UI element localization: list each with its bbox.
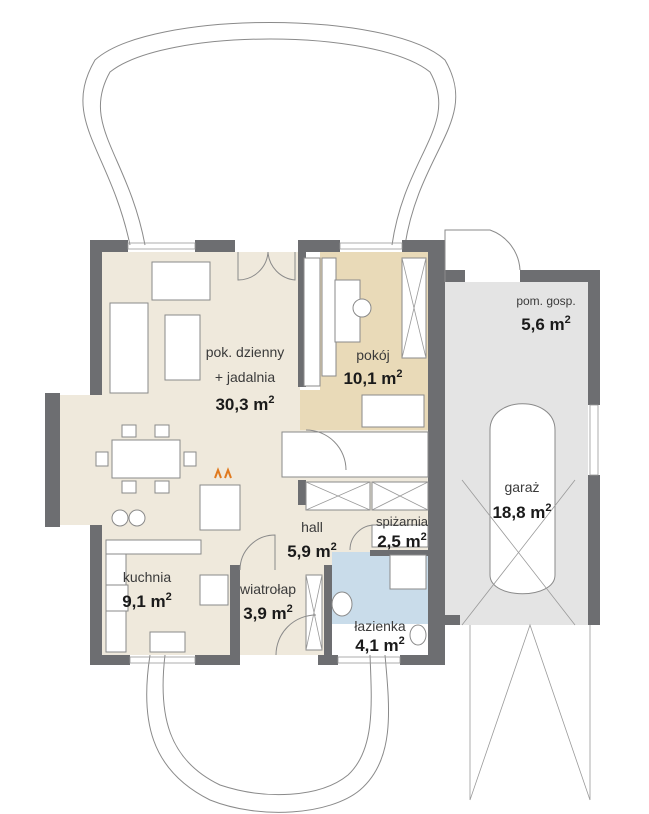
utility-room-area: 5,6 m2 <box>521 314 571 334</box>
living-room-name-2: + jadalnia <box>215 369 276 385</box>
pokoj-entry-fill <box>300 390 320 430</box>
hall-name: hall <box>301 519 323 535</box>
pokoj-name: pokój <box>356 347 389 363</box>
fireplace-flame-icon <box>214 467 232 479</box>
dining-table <box>111 439 181 479</box>
kitchen-area: 9,1 m2 <box>122 591 172 611</box>
stove <box>105 584 129 612</box>
pantry-area: 2,5 m2 <box>377 531 427 551</box>
coffee-table <box>164 314 201 381</box>
garage-name: garaż <box>504 479 539 495</box>
living-room-name-1: pok. dzienny <box>206 344 285 360</box>
kitchen-name: kuchnia <box>123 569 171 585</box>
fireplace <box>199 484 241 531</box>
fridge <box>199 574 229 606</box>
windows <box>127 242 599 664</box>
room-labels: pok. dzienny + jadalnia 30,3 m2 pokój 10… <box>122 294 575 655</box>
car <box>489 403 556 595</box>
bathroom-area: 4,1 m2 <box>355 635 405 655</box>
toilet <box>409 624 427 646</box>
bathroom-name: łazienka <box>354 618 406 634</box>
hall-area: 5,9 m2 <box>287 541 337 561</box>
sink <box>149 631 186 653</box>
living-room-area: 30,3 m2 <box>215 394 274 414</box>
pokoj-area: 10,1 m2 <box>343 368 402 388</box>
wardrobe <box>303 257 321 387</box>
furniture <box>95 229 591 801</box>
washbasin <box>331 591 353 617</box>
top-garden-arcs <box>82 22 457 246</box>
walls <box>45 240 600 665</box>
utility-room-name: pom. gosp. <box>516 294 575 308</box>
stairs <box>281 431 429 478</box>
pantry-name: spiżarnia <box>376 514 429 529</box>
kitchen-counter <box>105 539 202 555</box>
sofa <box>109 302 149 394</box>
armchair <box>151 261 211 301</box>
shower <box>389 554 427 590</box>
bed-sofa <box>361 394 425 428</box>
vestibule-area: 3,9 m2 <box>243 603 293 623</box>
chair <box>352 298 372 318</box>
bottom-garden-arcs <box>146 654 389 813</box>
bay-window-fill <box>60 395 102 525</box>
vestibule-name: wiatrołap <box>239 581 296 597</box>
garage-area: 18,8 m2 <box>492 502 551 522</box>
